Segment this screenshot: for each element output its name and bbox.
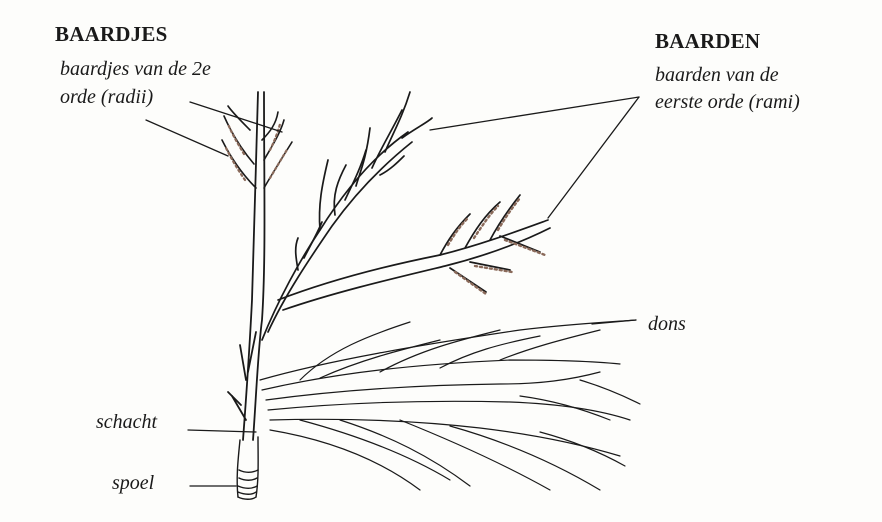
rami-branches bbox=[262, 92, 432, 340]
rachis-schacht bbox=[228, 92, 265, 440]
leader-lines bbox=[146, 97, 639, 486]
down-barbs-dons bbox=[260, 320, 640, 490]
lower-ramus-stipple bbox=[448, 198, 545, 294]
calamus-spoel bbox=[237, 437, 258, 499]
